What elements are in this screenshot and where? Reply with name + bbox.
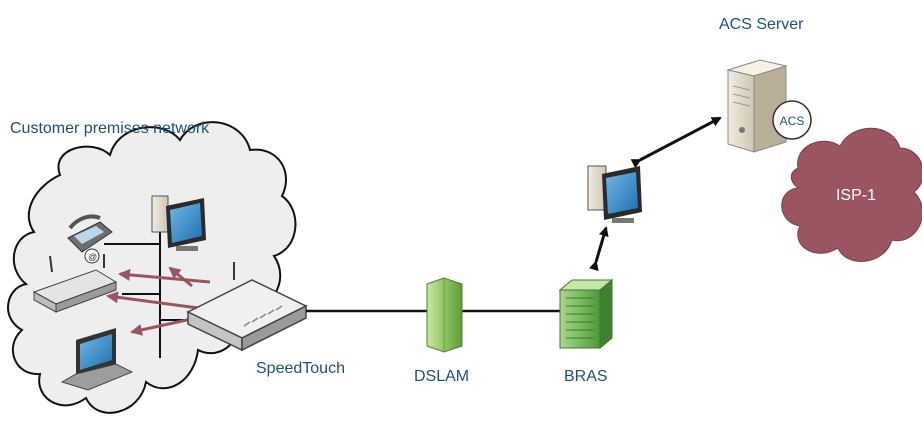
router-icon [32,254,118,313]
customer-network-label: Customer premises network [10,120,210,137]
dslam-icon [426,277,463,353]
laptop-icon [60,328,134,391]
acs-badge-label: ACS [780,114,805,128]
desktop-computer-icon [151,195,206,251]
svg-text:@: @ [88,252,97,262]
isp-label: ISP-1 [836,187,876,204]
isp-cloud-icon [781,127,922,262]
acs-server-icon [726,59,788,153]
desktop-client-icon [587,165,642,223]
lan-arrows [106,266,211,336]
dslam-label: DSLAM [414,368,470,385]
speedtouch-modem-icon [186,262,308,352]
management-links [588,116,722,272]
bras-icon [558,278,614,350]
bras-label: BRAS [564,368,608,385]
phone-icon: @ [67,214,113,264]
acs-badge: ACS [772,100,812,140]
speedtouch-label: SpeedTouch [256,360,345,377]
acs-server-label: ACS Server [719,16,804,33]
